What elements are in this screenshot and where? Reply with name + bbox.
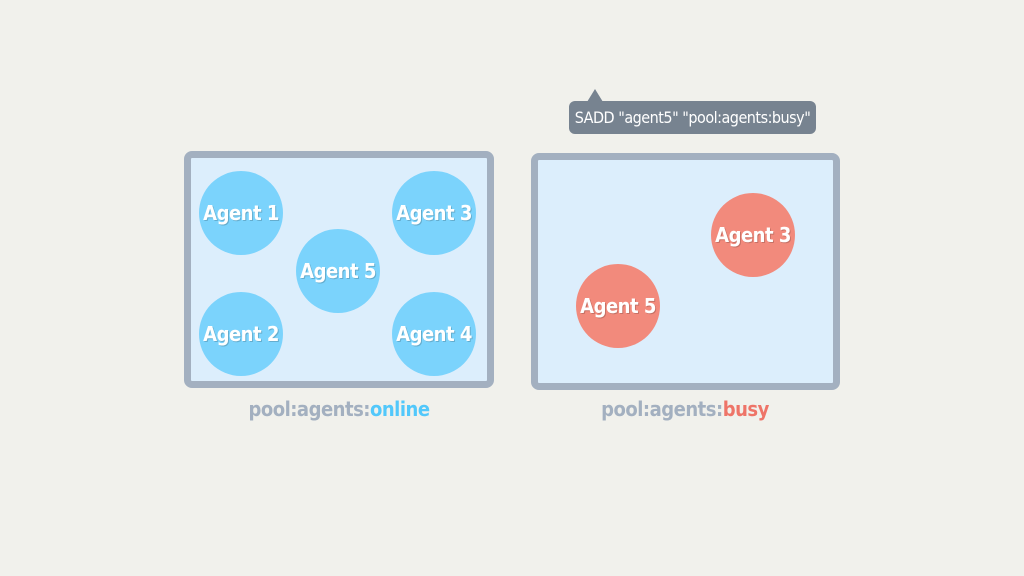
agent-node-online: Agent 4 [392,292,476,376]
command-text: SADD "agent5" "pool:agents:busy" [574,108,811,127]
pool-busy-box [531,153,840,390]
agent-node-busy: Agent 3 [711,193,795,277]
pool-busy-label-accent: busy [722,397,770,421]
pool-online-label-prefix: pool:agents: [248,397,370,421]
pool-online-label: pool:agents:online [239,397,439,421]
command-tooltip: SADD "agent5" "pool:agents:busy" [569,101,816,134]
pool-busy-label: pool:agents:busy [585,397,785,421]
agent-node-online: Agent 5 [296,229,380,313]
tooltip-arrow-icon [587,89,603,102]
agent-node-online: Agent 3 [392,171,476,255]
agent-node-online: Agent 2 [199,292,283,376]
pool-busy-label-prefix: pool:agents: [601,397,723,421]
pool-online-label-accent: online [370,397,430,421]
agent-node-online: Agent 1 [199,171,283,255]
agent-node-busy: Agent 5 [576,264,660,348]
